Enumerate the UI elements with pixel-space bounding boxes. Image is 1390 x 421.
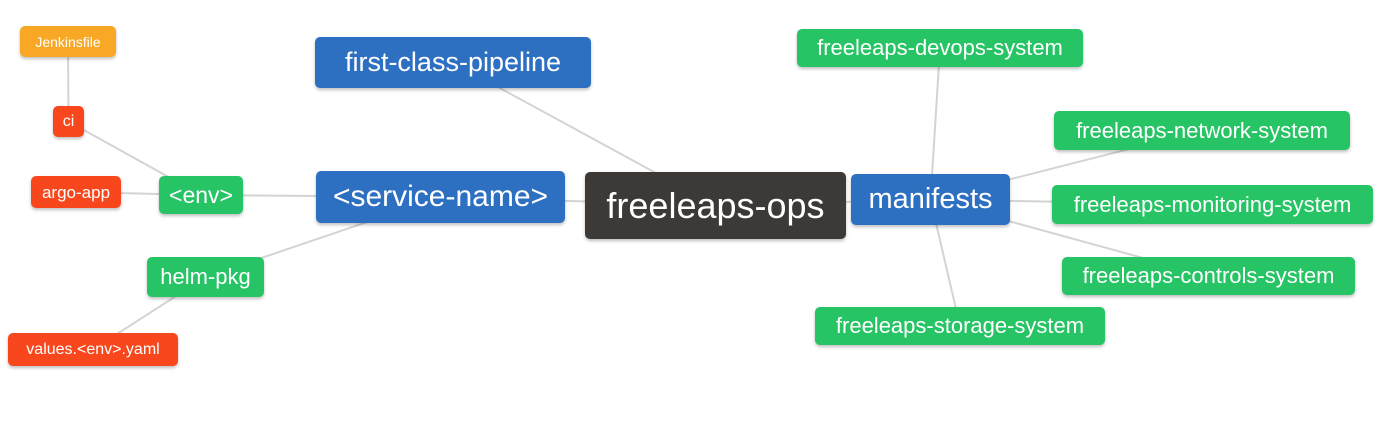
mindmap-node-freeleaps-controls-system[interactable]: freeleaps-controls-system	[1062, 257, 1355, 295]
mindmap-node-freeleaps-monitoring-system[interactable]: freeleaps-monitoring-system	[1052, 185, 1373, 224]
mindmap-node-jenkinsfile[interactable]: Jenkinsfile	[20, 26, 116, 57]
mindmap-node-ci[interactable]: ci	[53, 106, 84, 137]
mindmap-node-env[interactable]: <env>	[159, 176, 243, 214]
mindmap-node-first-class-pipeline[interactable]: first-class-pipeline	[315, 37, 591, 88]
mindmap-node-service-name[interactable]: <service-name>	[316, 171, 565, 223]
mindmap-node-freeleaps-ops[interactable]: freeleaps-ops	[585, 172, 846, 239]
mindmap-node-freeleaps-devops-system[interactable]: freeleaps-devops-system	[797, 29, 1083, 67]
mindmap-node-freeleaps-network-system[interactable]: freeleaps-network-system	[1054, 111, 1350, 150]
mindmap-node-manifests[interactable]: manifests	[851, 174, 1010, 225]
mindmap-node-freeleaps-storage-system[interactable]: freeleaps-storage-system	[815, 307, 1105, 345]
mindmap-node-values-env-yaml[interactable]: values.<env>.yaml	[8, 333, 178, 366]
mindmap-node-helm-pkg[interactable]: helm-pkg	[147, 257, 264, 297]
mindmap-node-argo-app[interactable]: argo-app	[31, 176, 121, 208]
